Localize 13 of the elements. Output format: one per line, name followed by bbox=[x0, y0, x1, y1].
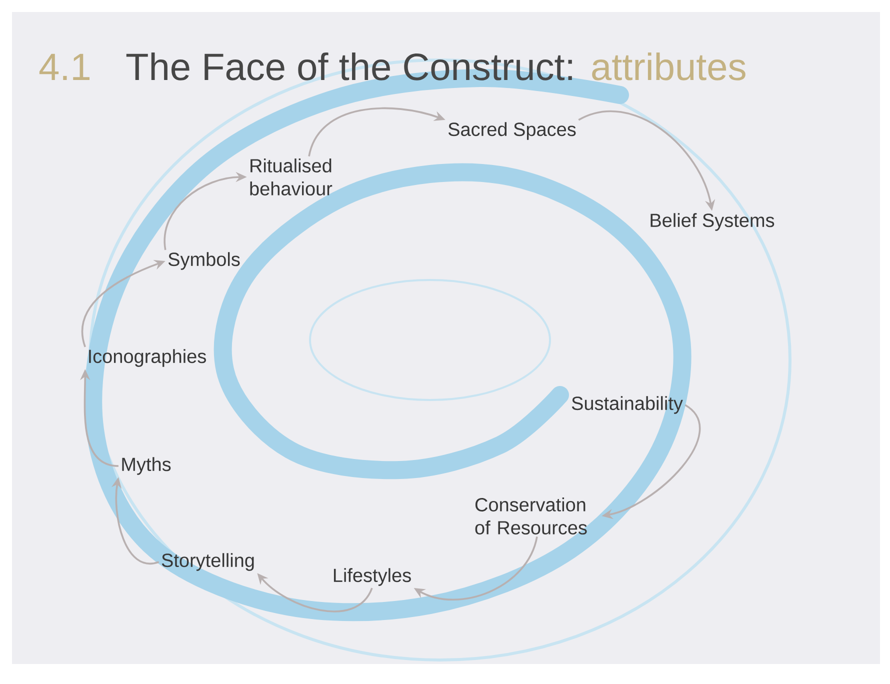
node-label: Myths bbox=[122, 457, 171, 475]
node-label: Sustainability bbox=[572, 396, 683, 414]
node-label: Iconographies bbox=[89, 349, 206, 367]
node-label: Belief Systems bbox=[650, 213, 774, 231]
subtitle: attributes bbox=[592, 52, 746, 80]
section-number: 4.1 bbox=[39, 54, 90, 80]
node-label: Sacred Spaces bbox=[448, 122, 576, 140]
node-label: Lifestyles bbox=[334, 568, 411, 586]
node-label: Symbols bbox=[168, 252, 240, 270]
node-label: Ritualised behaviour bbox=[250, 158, 332, 196]
node-label: Conservation of Resources bbox=[475, 498, 587, 534]
node-label: Storytelling bbox=[162, 553, 254, 571]
title: The Face of the Construct: bbox=[126, 52, 572, 80]
